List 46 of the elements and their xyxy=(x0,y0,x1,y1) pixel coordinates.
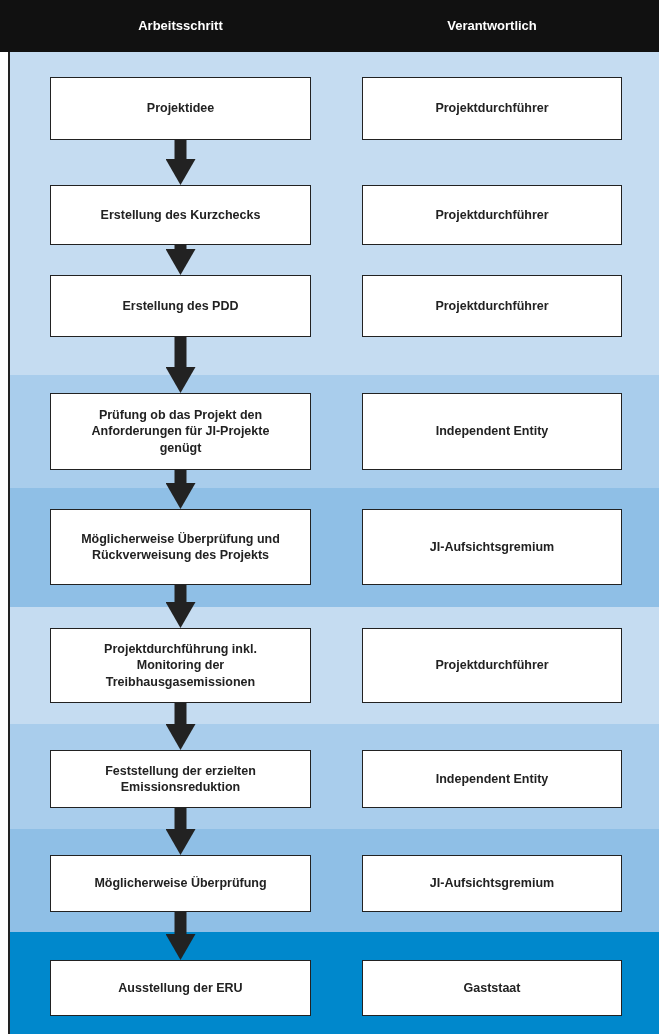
arrow xyxy=(165,337,196,393)
responsibility-box xyxy=(362,750,622,808)
arrow xyxy=(165,703,196,750)
box-text: Ausstellung der ERU xyxy=(118,979,243,997)
responsibility-box xyxy=(362,509,622,585)
responsibility-box xyxy=(362,960,622,1016)
box-text: JI-Aufsichtsgremium xyxy=(429,538,555,556)
box-text: Projektdurchführer xyxy=(435,206,549,224)
responsibility-box xyxy=(362,855,622,912)
process-box xyxy=(50,77,311,140)
arrow xyxy=(165,140,196,185)
column-heading: Verantwortlich xyxy=(446,17,538,35)
process-box xyxy=(50,509,311,585)
arrow xyxy=(165,470,196,509)
box-text: Projektidee xyxy=(146,100,215,117)
box-text: Möglicherweise Überprüfung und Rückverweisung des Projekts xyxy=(80,530,281,564)
box-text: Independent Entity xyxy=(435,423,549,440)
box-text: Gaststaat xyxy=(463,979,521,997)
process-box xyxy=(50,960,311,1016)
process-box xyxy=(50,855,311,912)
process-box xyxy=(50,185,311,245)
box-text: Erstellung des PDD xyxy=(122,297,239,315)
box-text: Projektdurchführer xyxy=(435,657,549,674)
process-box xyxy=(50,393,311,470)
box-text: Prüfung ob das Projekt den Anforderungen für JI-Projekte genügt xyxy=(90,407,271,456)
box-text: JI-Aufsichtsgremium xyxy=(429,875,555,892)
process-box xyxy=(50,750,311,808)
box-text: Feststellung der erzielten Emissionsreduktion xyxy=(104,762,257,796)
box-text: Möglicherweise Überprüfung xyxy=(94,875,267,892)
box-text: Projektdurchführer xyxy=(435,100,549,117)
responsibility-box xyxy=(362,275,622,337)
box-text: Projektdurchführung inkl. Monitoring der Treibhausgasemissionen xyxy=(103,641,258,690)
responsibility-box xyxy=(362,77,622,140)
box-text: Projektdurchführer xyxy=(435,297,549,315)
arrow xyxy=(165,808,196,855)
arrow xyxy=(165,245,196,275)
responsibility-box xyxy=(362,628,622,703)
column-heading: Arbeitsschritt xyxy=(137,17,224,35)
responsibility-box xyxy=(362,393,622,470)
box-text: Erstellung des Kurzchecks xyxy=(100,206,261,224)
process-box xyxy=(50,275,311,337)
process-box xyxy=(50,628,311,703)
arrow xyxy=(165,912,196,960)
arrow xyxy=(165,585,196,628)
responsibility-box xyxy=(362,185,622,245)
box-text: Independent Entity xyxy=(435,770,549,788)
